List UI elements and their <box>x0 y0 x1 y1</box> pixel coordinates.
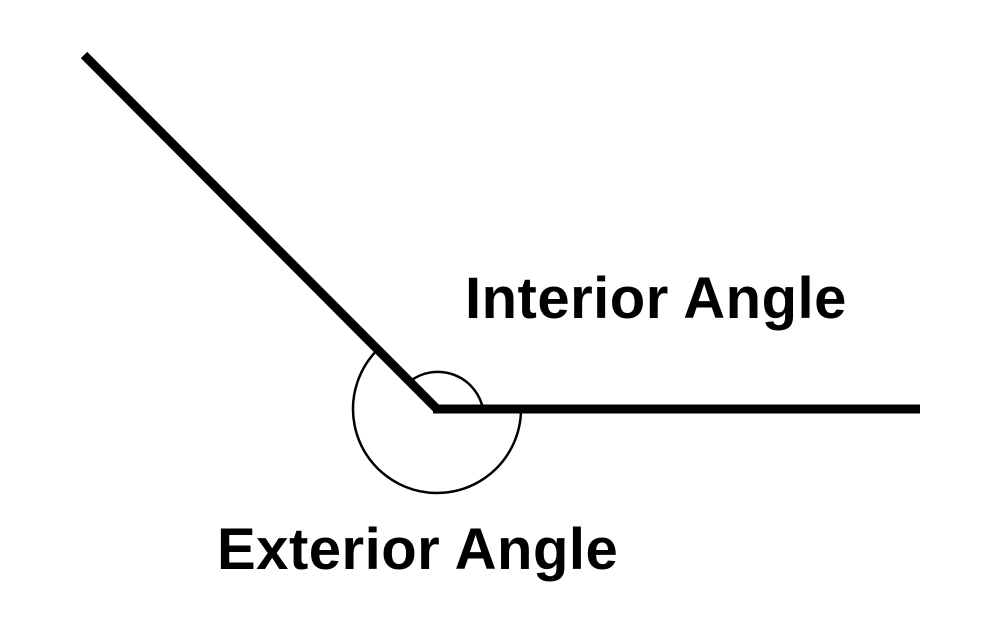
exterior-angle-label: Exterior Angle <box>217 517 619 582</box>
interior-angle-label: Interior Angle <box>465 266 847 331</box>
left-ray <box>80 51 441 413</box>
interior-angle-arc <box>410 370 485 410</box>
exterior-angle-arc <box>351 348 523 495</box>
